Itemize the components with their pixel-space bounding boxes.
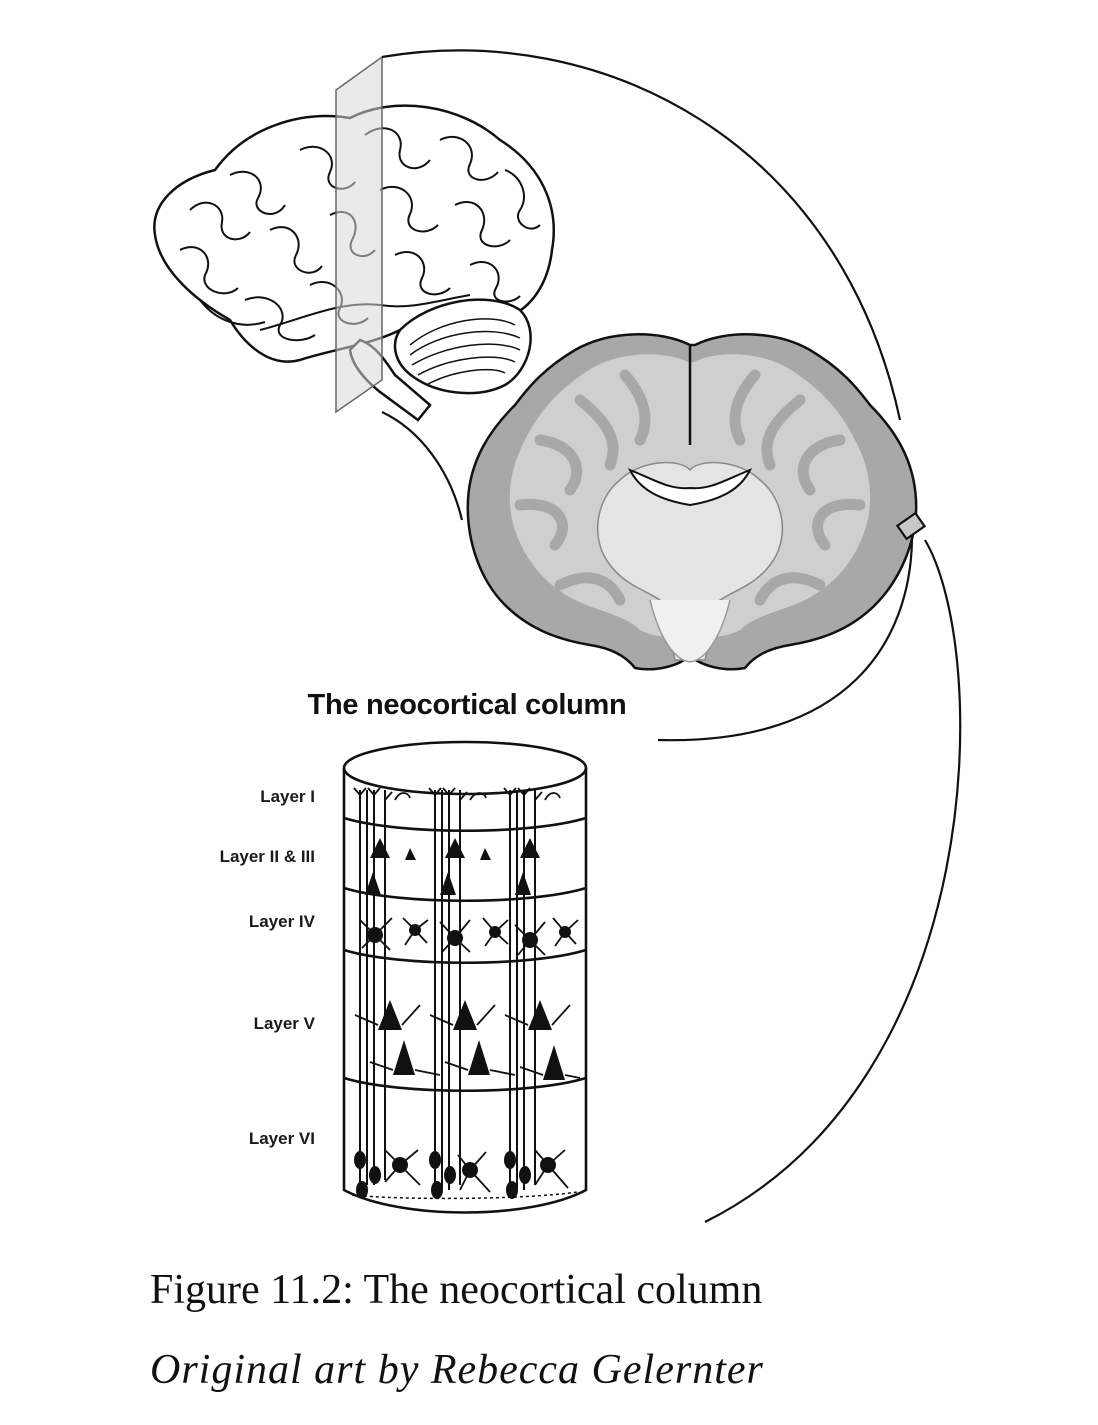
column-top-ellipse <box>342 740 588 796</box>
lateral-ventricles <box>627 468 753 507</box>
layer-boundaries <box>343 816 587 1093</box>
deep-nuclei <box>597 461 783 661</box>
column-title: The neocortical column <box>308 689 627 721</box>
layer-label-5: Layer V <box>254 1014 316 1033</box>
column-sample-box <box>895 511 927 541</box>
arc-slice-to-column-bottom <box>704 539 962 1223</box>
connector-lines <box>381 49 962 1223</box>
layer-label-2-3: Layer II & III <box>220 847 315 866</box>
layer-label-6: Layer VI <box>249 1129 315 1148</box>
cells-layer-6 <box>351 1149 579 1200</box>
arc-slice-to-column-top <box>657 539 914 742</box>
pyramidal-cells-layer-2-3 <box>365 838 540 895</box>
coronal-brain-slice <box>466 333 927 671</box>
coronal-sulci <box>514 369 866 606</box>
brain-lateral-illustration <box>153 55 555 422</box>
cerebellum-folia <box>409 318 521 385</box>
layer-label-1: Layer I <box>260 787 315 806</box>
column-cylinder-body <box>342 768 588 1214</box>
stellate-cells-layer-4 <box>359 917 579 956</box>
arc-plane-to-slice-outer <box>381 49 902 421</box>
figure-caption-title: Figure 11.2: The neocortical column <box>150 1267 763 1313</box>
neocortical-column: Layer I Layer II & III Layer IV Layer V … <box>220 740 588 1214</box>
coronal-slice-plane <box>335 55 383 414</box>
pyramidal-cells-layer-5 <box>354 1000 581 1080</box>
ventral-lobes <box>649 599 731 663</box>
arc-plane-to-slice-inner <box>381 411 464 521</box>
layer-label-4: Layer IV <box>249 912 316 931</box>
figure-caption-credit: Original art by Rebecca Gelernter <box>150 1347 764 1393</box>
apical-tufts <box>353 787 561 801</box>
